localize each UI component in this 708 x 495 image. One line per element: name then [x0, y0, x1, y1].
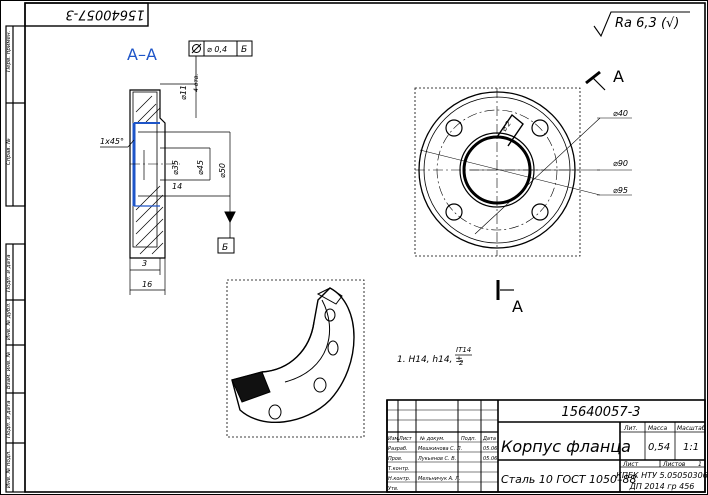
row-role-1: Разраб.	[388, 446, 408, 452]
dim-d11: ⌀11	[179, 85, 188, 100]
row-role-4: Н.контр.	[388, 476, 410, 482]
col-scale: Масштаб	[677, 425, 706, 432]
datum-box: Б	[217, 237, 235, 254]
dim-d90: ⌀90	[613, 159, 628, 168]
row-date-2: 05.06	[483, 456, 497, 462]
dim-16: 16	[142, 280, 152, 289]
title-material: Сталь 10 ГОСТ 1050–88	[501, 473, 637, 486]
tolerance-value: ⌀ 0,4	[207, 45, 227, 54]
row-role-3: Т.контр.	[388, 466, 410, 472]
dim-d50: ⌀50	[218, 163, 227, 178]
title-block	[386, 399, 706, 493]
roughness-mark: Ra 6,3 (√)	[593, 11, 690, 38]
svg-text:IT14: IT14	[456, 346, 471, 354]
stamp-label-7: Инв. № подл.	[6, 450, 12, 488]
front-view	[414, 70, 632, 300]
rotated-number-box: 15640057-3	[24, 2, 149, 27]
row-name-1: Мешкинова С. Л.	[418, 446, 462, 452]
title-name: Корпус фланца	[501, 437, 631, 456]
stamp-label-3: Подп. и дата	[6, 254, 12, 292]
view-arrow-label-bottom: A	[512, 297, 523, 316]
isometric-view	[226, 279, 365, 438]
header-doc: № докум.	[419, 436, 445, 442]
col-mass: Масса	[648, 425, 667, 432]
header-izm: Изм.	[388, 436, 400, 442]
dim-d45: ⌀45	[196, 160, 205, 175]
header-sign: Подп.	[461, 436, 476, 442]
org-line-2: ДП 2014 гр 456	[629, 482, 695, 491]
stamp-label-1: Перв. примен.	[6, 30, 12, 72]
svg-text:2: 2	[459, 359, 464, 367]
sheets-label: Листов	[662, 461, 686, 468]
dim-holes: 4 отв.	[193, 74, 200, 92]
svg-text:Б: Б	[222, 243, 228, 253]
org-line-1: КПЕК НТУ 5.05050306	[616, 471, 708, 480]
dim-chamfer: 1х45°	[100, 137, 124, 146]
dim-14: 14	[172, 182, 182, 191]
mass-value: 0,54	[648, 442, 670, 453]
tolerance-datum: Б	[241, 45, 247, 55]
svg-text:1. H14, h14, ±: 1. H14, h14, ±	[397, 355, 463, 365]
header-list: Лист	[398, 436, 413, 442]
roughness-text: Ra 6,3 (√)	[615, 16, 679, 31]
stamp-label-2: Справ. №	[6, 138, 12, 165]
dim-3: 3	[142, 259, 147, 268]
section-view	[100, 83, 236, 295]
row-role-5: Утв.	[388, 486, 399, 492]
sheets-count: 1	[698, 461, 702, 468]
header-date: Дата	[482, 436, 496, 442]
tolerance-frame: ⌀ 0,4 Б	[188, 40, 253, 92]
dim-d35: ⌀35	[171, 160, 180, 175]
row-name-4: Мельничук А. Л.	[418, 476, 461, 482]
dim-d40: ⌀40	[613, 109, 628, 118]
section-label: A–A	[127, 45, 157, 64]
stamp-label-4: Инв. № дубл.	[6, 302, 12, 340]
rotated-number: 15640057-3	[65, 7, 144, 22]
view-arrow-label-top: A	[613, 67, 624, 86]
row-name-2: Лукьянов С. В.	[417, 456, 456, 462]
dim-d95: ⌀95	[613, 186, 628, 195]
side-stamp	[5, 25, 26, 493]
row-role-2: Пров.	[388, 456, 403, 462]
title-designation: 15640057-3	[561, 405, 640, 420]
sheet-label: Лист	[622, 461, 639, 468]
row-date-1: 05.06	[483, 446, 497, 452]
col-lit: Лит.	[623, 425, 638, 432]
tolerance-note: 1. H14, h14, ± IT14 2	[397, 346, 472, 367]
stamp-label-5: Взам. инв. №	[6, 351, 12, 389]
stamp-label-6: Подп. и дата	[6, 400, 12, 438]
dim-slot: ⌀ 2	[500, 119, 513, 133]
scale-value: 1:1	[683, 442, 699, 453]
